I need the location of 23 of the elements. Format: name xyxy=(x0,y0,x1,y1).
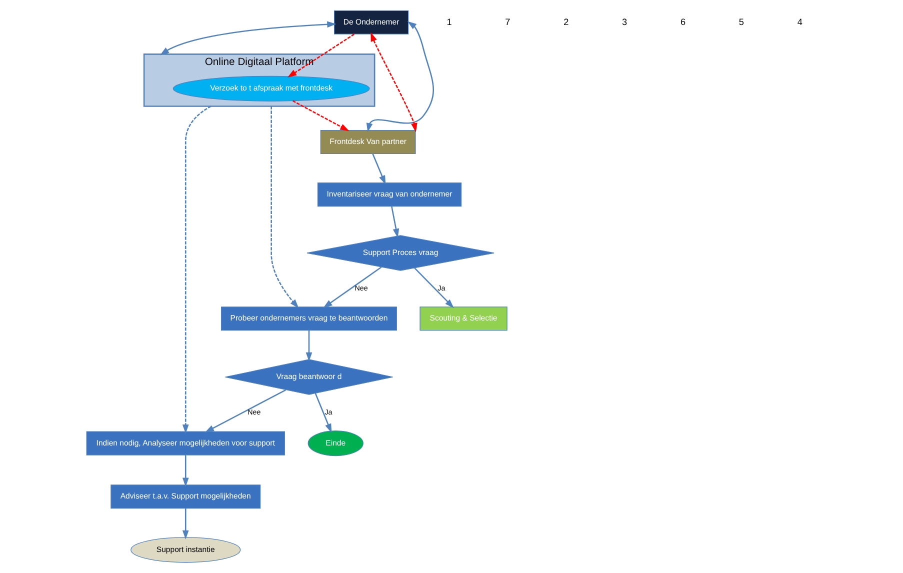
arrow xyxy=(322,266,382,308)
arrow xyxy=(305,330,312,362)
label: 4 xyxy=(796,16,802,27)
arrow xyxy=(390,206,399,238)
label: 6 xyxy=(680,16,686,27)
arrow xyxy=(292,100,349,132)
arrow xyxy=(370,32,417,132)
arrow xyxy=(270,106,298,308)
arrow xyxy=(182,106,211,434)
arrow xyxy=(366,21,434,132)
arrow xyxy=(286,34,354,78)
arrow xyxy=(414,267,454,308)
arrow xyxy=(204,389,286,432)
arrow xyxy=(182,455,188,487)
label: 3 xyxy=(622,16,627,27)
arrow xyxy=(372,154,386,185)
label: 2 xyxy=(563,16,568,27)
arrow xyxy=(159,21,336,56)
arrow xyxy=(182,508,188,540)
label: 7 xyxy=(504,16,510,27)
label: 1 xyxy=(446,16,452,27)
label: 5 xyxy=(738,16,744,27)
arrow xyxy=(314,393,332,433)
